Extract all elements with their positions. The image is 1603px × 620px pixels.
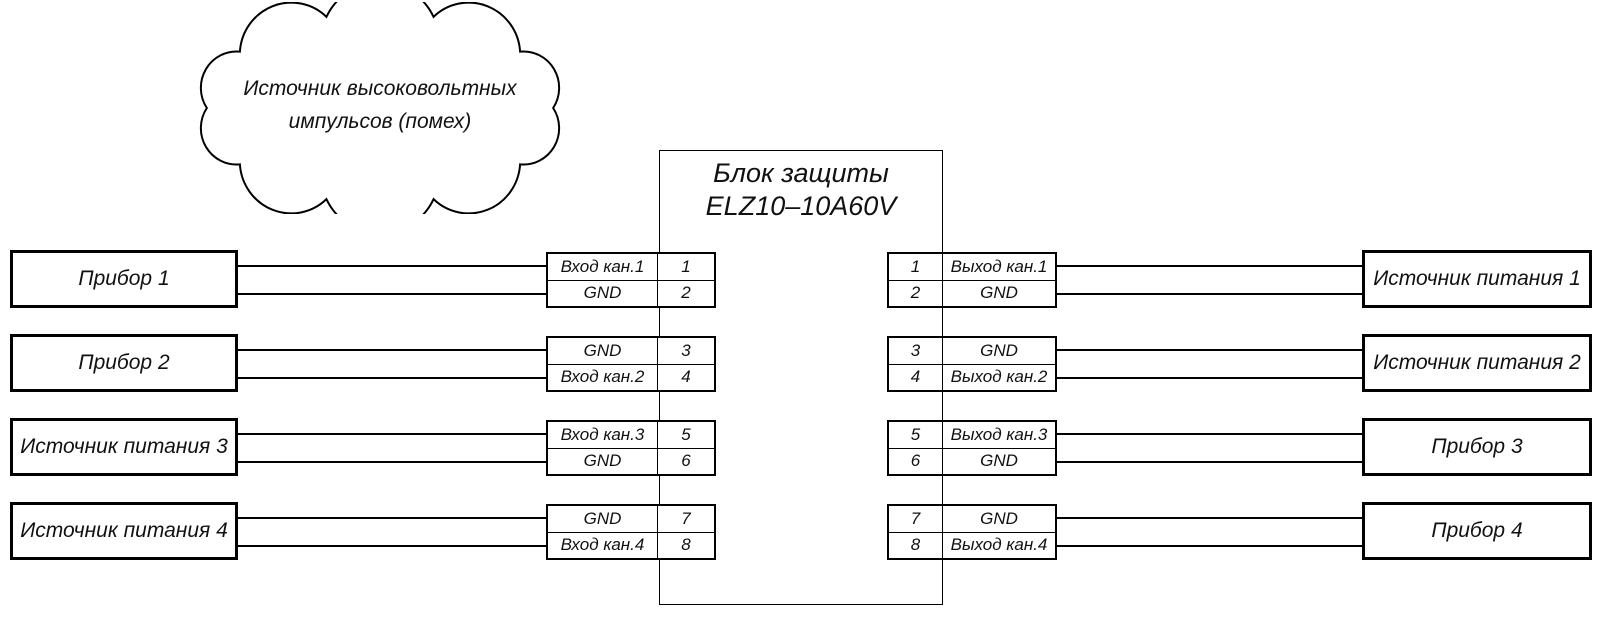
protection-block-model: ELZ10–10A60V: [705, 191, 897, 221]
pin-label: GND: [548, 506, 658, 532]
wire-right-pin4: [1056, 377, 1364, 379]
pin-row: 4 Выход кан.2: [889, 364, 1055, 390]
pin-row: 1 Выход кан.1: [889, 254, 1055, 281]
pin-group-right-3: 5 Выход кан.3 6 GND: [887, 420, 1057, 476]
pin-number: 1: [889, 254, 943, 280]
pin-label: GND: [980, 451, 1018, 471]
pin-number: 3: [681, 340, 691, 360]
pin-number: 2: [889, 280, 943, 306]
pin-number: 5: [889, 422, 943, 448]
device-box-power-source-3: Источник питания 3: [10, 418, 238, 476]
device-box-pribor-4: Прибор 4: [1362, 502, 1592, 560]
device-box-pribor-3: Прибор 3: [1362, 418, 1592, 476]
pin-number: 4: [681, 367, 691, 387]
pin-row: GND 7: [548, 506, 714, 533]
pin-row: 7 GND: [889, 506, 1055, 533]
pin-group-left-4: GND 7 Вход кан.4 8: [546, 504, 716, 560]
pin-number: 8: [889, 532, 943, 558]
pin-row: 3 GND: [889, 338, 1055, 365]
noise-source-label: Источник высоковольтных импульсов (помех…: [192, 72, 568, 138]
pin-number: 5: [681, 424, 691, 444]
pin-row: 8 Выход кан.4: [889, 532, 1055, 558]
wire-left-pin2: [237, 293, 547, 295]
pin-number: 4: [889, 364, 943, 390]
pin-number: 2: [681, 283, 691, 303]
device-label: Источник питания 3: [20, 435, 228, 458]
pin-number: 8: [681, 535, 691, 555]
pin-row: Вход кан.1 1: [548, 254, 714, 281]
pin-label: Вход кан.1: [548, 254, 658, 280]
pin-group-right-1: 1 Выход кан.1 2 GND: [887, 252, 1057, 308]
pin-label: GND: [548, 280, 658, 306]
wire-right-pin7: [1056, 517, 1364, 519]
pin-label: Вход кан.2: [548, 364, 658, 390]
pin-group-right-2: 3 GND 4 Выход кан.2: [887, 336, 1057, 392]
wire-left-pin4: [237, 377, 547, 379]
pin-row: Вход кан.4 8: [548, 532, 714, 558]
device-label: Источник питания 2: [1373, 351, 1581, 374]
pin-label: GND: [980, 340, 1018, 360]
pin-group-right-4: 7 GND 8 Выход кан.4: [887, 504, 1057, 560]
noise-source-label-line1: Источник высоковольтных: [243, 77, 517, 100]
device-box-pribor-1: Прибор 1: [10, 250, 238, 308]
pin-label: Вход кан.4: [548, 532, 658, 558]
pin-group-left-2: GND 3 Вход кан.2 4: [546, 336, 716, 392]
device-box-power-source-2: Источник питания 2: [1362, 334, 1592, 392]
wire-left-pin6: [237, 461, 547, 463]
device-label: Прибор 3: [1431, 435, 1523, 458]
pin-row: GND 6: [548, 448, 714, 474]
pin-row: GND 2: [548, 280, 714, 306]
wire-right-pin6: [1056, 461, 1364, 463]
pin-row: 6 GND: [889, 448, 1055, 474]
device-box-power-source-1: Источник питания 1: [1362, 250, 1592, 308]
noise-source-label-line2: импульсов (помех): [288, 110, 472, 133]
pin-row: 5 Выход кан.3: [889, 422, 1055, 449]
pin-label: Выход кан.2: [950, 367, 1048, 387]
device-label: Прибор 2: [78, 351, 170, 374]
pin-label: GND: [548, 448, 658, 474]
device-label: Источник питания 4: [20, 519, 228, 542]
device-box-pribor-2: Прибор 2: [10, 334, 238, 392]
device-label: Прибор 4: [1431, 519, 1523, 542]
device-label: Источник питания 1: [1373, 267, 1581, 290]
pin-label: GND: [980, 508, 1018, 528]
pin-number: 7: [681, 508, 691, 528]
pin-label: GND: [548, 338, 658, 364]
wire-left-pin5: [237, 433, 547, 435]
pin-row: Вход кан.2 4: [548, 364, 714, 390]
wire-right-pin1: [1056, 265, 1364, 267]
cloud-outline: [199, 2, 561, 214]
wire-right-pin8: [1056, 545, 1364, 547]
pin-label: GND: [980, 283, 1018, 303]
pin-group-left-3: Вход кан.3 5 GND 6: [546, 420, 716, 476]
wire-left-pin7: [237, 517, 547, 519]
pin-label: Вход кан.3: [548, 422, 658, 448]
pin-label: Выход кан.4: [950, 535, 1048, 555]
pin-number: 7: [889, 506, 943, 532]
wire-left-pin3: [237, 349, 547, 351]
pin-number: 6: [681, 451, 691, 471]
pin-number: 6: [889, 448, 943, 474]
pin-row: Вход кан.3 5: [548, 422, 714, 449]
pin-number: 1: [681, 256, 691, 276]
protection-block-title: Блок защиты ELZ10–10A60V: [660, 157, 942, 223]
wire-right-pin3: [1056, 349, 1364, 351]
device-label: Прибор 1: [78, 267, 170, 290]
wire-right-pin5: [1056, 433, 1364, 435]
wire-left-pin1: [237, 265, 547, 267]
wire-left-pin8: [237, 545, 547, 547]
pin-label: Выход кан.1: [950, 256, 1048, 276]
noise-source-cloud: [199, 2, 561, 214]
device-box-power-source-4: Источник питания 4: [10, 502, 238, 560]
pin-number: 3: [889, 338, 943, 364]
pin-row: GND 3: [548, 338, 714, 365]
pin-row: 2 GND: [889, 280, 1055, 306]
pin-group-left-1: Вход кан.1 1 GND 2: [546, 252, 716, 308]
wire-right-pin2: [1056, 293, 1364, 295]
protection-block-name: Блок защиты: [713, 158, 889, 188]
pin-label: Выход кан.3: [950, 424, 1048, 444]
